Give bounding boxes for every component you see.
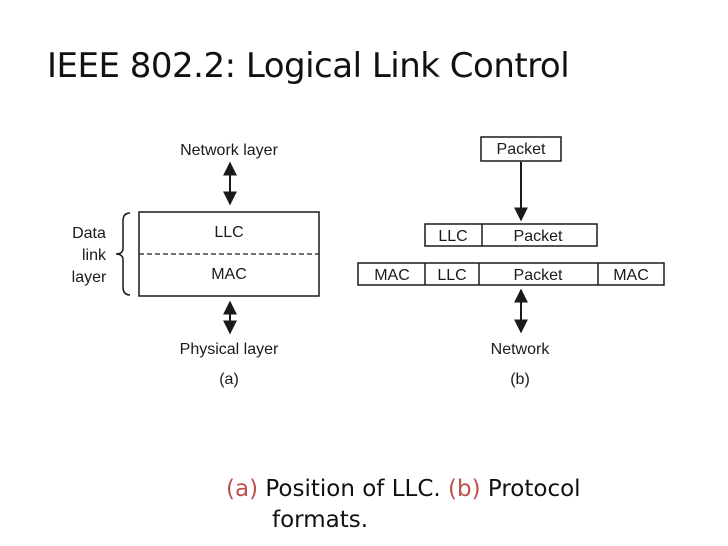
data-link-label-line2: link xyxy=(82,247,107,264)
diagram-b: Packet LLC Packet MAC LLC Packet MAC Net… xyxy=(357,136,665,388)
packet-top-label: Packet xyxy=(497,141,546,158)
caption-text-b: Protocol xyxy=(480,476,581,502)
llc-frame-box xyxy=(424,223,598,247)
mac-frame-box xyxy=(357,262,665,286)
data-link-label-line1: Data xyxy=(72,225,106,242)
data-link-label-line3: layer xyxy=(72,269,107,286)
network-layer-label: Network layer xyxy=(180,142,278,159)
mac-frame-mac-header: MAC xyxy=(374,267,410,284)
mac-sublayer-label: MAC xyxy=(211,266,247,283)
mac-frame-packet: Packet xyxy=(514,267,563,284)
slide-title: IEEE 802.2: Logical Link Control xyxy=(47,46,570,86)
mac-frame-llc: LLC xyxy=(437,267,466,284)
data-link-brace xyxy=(115,212,131,296)
figure-caption: (a) Position of LLC. (b) Protocol formats… xyxy=(226,474,696,536)
llc-frame-llc: LLC xyxy=(438,228,467,245)
packet-top-box xyxy=(480,136,562,162)
caption-tag-b: (b) xyxy=(448,476,481,502)
sub-label-b: (b) xyxy=(510,371,530,388)
diagram-a: Network layer LLC MAC Data link layer Ph… xyxy=(72,142,320,388)
sub-label-a: (a) xyxy=(219,371,239,388)
mac-frame-mac-trailer: MAC xyxy=(613,267,649,284)
caption-text-b2: formats. xyxy=(272,507,369,533)
llc-sublayer-label: LLC xyxy=(214,224,243,241)
caption-tag-a: (a) xyxy=(226,476,259,502)
physical-layer-label: Physical layer xyxy=(180,341,279,358)
llc-frame-packet: Packet xyxy=(514,228,563,245)
network-label: Network xyxy=(491,341,551,358)
caption-text-a: Position of LLC. xyxy=(258,476,449,502)
